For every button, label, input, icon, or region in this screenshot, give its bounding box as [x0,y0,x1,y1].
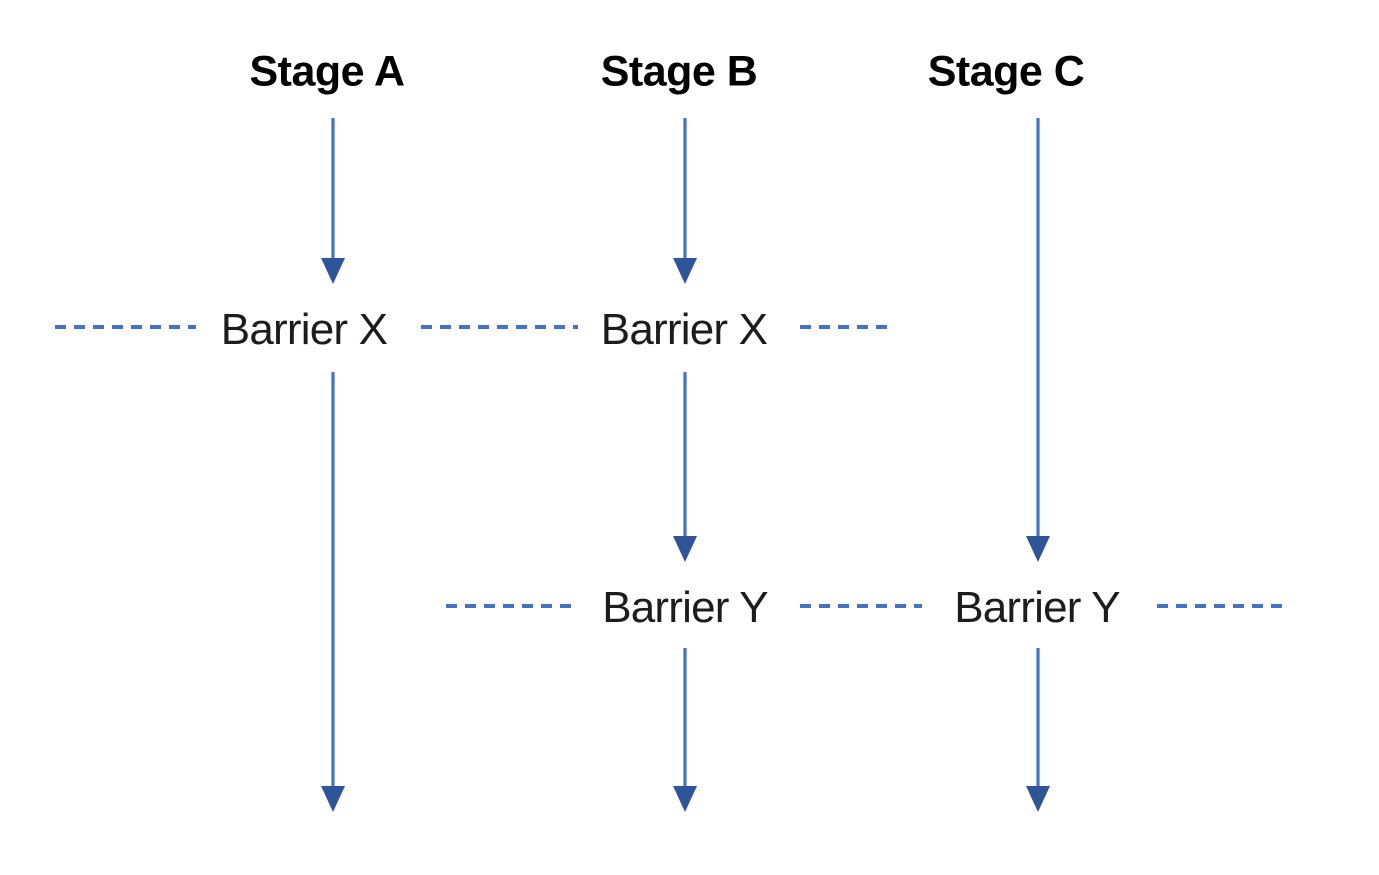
arrowhead-icon [321,786,345,812]
arrowhead-icon [1026,536,1050,562]
arrow-stage-a-top [321,118,345,284]
arrow-stage-c-bottom [1026,648,1050,812]
barrier-node-y-stage-b: Barrier Y [602,583,768,632]
barrier-node-x-stage-b: Barrier X [600,305,768,354]
barrier-node-x-stage-a: Barrier X [220,305,388,354]
arrowhead-icon [321,258,345,284]
arrow-stage-a-long [321,372,345,812]
arrowhead-icon [673,258,697,284]
arrow-group [321,118,1050,812]
arrowhead-icon [673,536,697,562]
arrowhead-icon [673,786,697,812]
stage-title-c: Stage C [927,47,1085,96]
arrowhead-icon [1026,786,1050,812]
arrow-stage-b-top [673,118,697,284]
arrow-stage-b-middle [673,372,697,562]
arrow-stage-c-top [1026,118,1050,562]
stage-title-b: Stage B [600,47,758,96]
arrow-stage-b-bottom [673,648,697,812]
dashed-connector-group [55,325,1288,608]
stage-title-a: Stage A [249,47,406,96]
barrier-node-y-stage-c: Barrier Y [954,583,1120,632]
